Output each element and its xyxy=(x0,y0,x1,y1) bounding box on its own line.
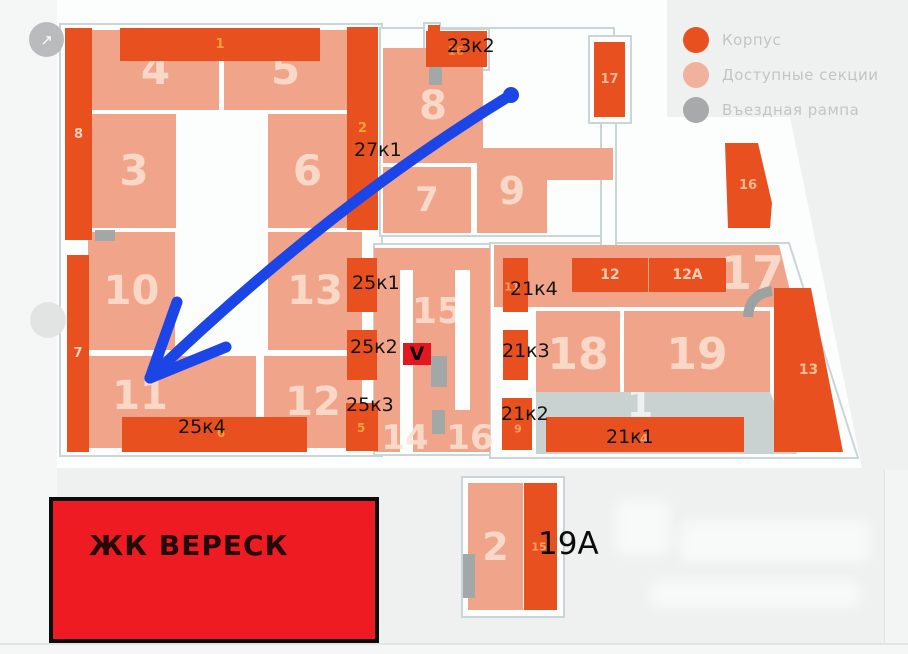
building-number: 3 xyxy=(119,146,149,195)
korpus-dot-icon xyxy=(683,26,709,53)
ramp-piece-2 xyxy=(431,356,447,387)
map-section-3: 3 xyxy=(92,114,176,228)
map-section-9-ext xyxy=(547,148,613,180)
building-number: 7 xyxy=(415,180,439,220)
v-marker: V xyxy=(403,343,431,365)
legend: Корпус Доступные секции Въездная рампа xyxy=(683,22,878,127)
map-label-21к2: 21к2 xyxy=(501,403,549,425)
legend-item-dostupnye-sektsii: Доступные секции xyxy=(683,57,878,92)
complex-name-box: ЖК ВЕРЕСК xyxy=(49,497,379,643)
map-korpus-8: 8 xyxy=(65,28,92,240)
map-korpus-23k2-stub xyxy=(428,25,440,33)
building-number: 13 xyxy=(798,362,819,378)
building-number: 12A xyxy=(672,267,703,283)
watermark xyxy=(650,580,860,608)
map-korpus-12: 12 xyxy=(572,258,648,292)
building-number: 6 xyxy=(292,146,323,195)
map-korpus-12a: 12A xyxy=(649,258,726,292)
building-number: 16 xyxy=(446,418,494,458)
building-number: 12 xyxy=(600,267,620,283)
building-number: 12 xyxy=(285,379,341,425)
building-number: 9 xyxy=(498,168,526,213)
map-korpus-15-bottom: 15 xyxy=(524,483,557,610)
map-korpus-23k2: 16 xyxy=(426,31,487,67)
map-label-21к3: 21к3 xyxy=(502,340,550,362)
building-number: 17 xyxy=(600,72,619,87)
pan-button[interactable]: ↗ xyxy=(29,22,64,57)
building-number: 14 xyxy=(381,418,429,458)
building-number: 8 xyxy=(73,126,84,142)
building-number: 19 xyxy=(666,329,728,380)
bottom-strip xyxy=(0,645,908,654)
legend-item-korpus: Корпус xyxy=(683,22,878,57)
map-label-25к1: 25к1 xyxy=(352,272,400,294)
map-label-25к3: 25к3 xyxy=(346,394,394,416)
building-number: 10 xyxy=(103,268,160,314)
map-section-number-16: 16 xyxy=(446,420,493,456)
map-label-25к2: 25к2 xyxy=(350,336,398,358)
building-number: 8 xyxy=(419,82,447,129)
courtyard-notch-1 xyxy=(455,270,470,410)
legend-label: Въездная рампа xyxy=(722,100,860,119)
bottom-right-panel xyxy=(884,470,908,643)
map-section-6: 6 xyxy=(268,114,347,228)
map-korpus-1: 1 xyxy=(120,28,320,61)
map-section-10: 10 xyxy=(88,232,175,350)
map-label-27к1: 27к1 xyxy=(354,139,402,161)
map-label-21к4: 21к4 xyxy=(510,278,558,300)
map-label-25к4: 25к4 xyxy=(178,416,226,438)
ramp-piece-1 xyxy=(95,230,115,241)
arrow-up-right-icon: ↗ xyxy=(40,30,53,49)
map-label-21к1: 21к1 xyxy=(606,426,654,448)
legend-label: Доступные секции xyxy=(722,65,879,84)
building-number: 5 xyxy=(356,421,366,435)
building-number: 1 xyxy=(215,37,225,52)
sections-dot-icon xyxy=(683,61,709,88)
map-section-9: 9 xyxy=(477,148,547,233)
map-control-button[interactable] xyxy=(30,302,66,338)
bottom-divider xyxy=(0,643,908,645)
ramp-piece-4 xyxy=(463,554,475,598)
building-number: 2 xyxy=(357,121,368,136)
building-number: 16 xyxy=(738,178,758,193)
map-label-23к2: 23к2 xyxy=(447,35,495,57)
map-section-2: 2 xyxy=(468,483,523,610)
map-section-19: 19 xyxy=(624,311,770,399)
watermark xyxy=(615,500,670,555)
building-number: 7 xyxy=(73,346,83,361)
map-section-number-14: 14 xyxy=(381,420,428,456)
building-number: 18 xyxy=(547,329,609,380)
map-korpus-2-27k1: 2 xyxy=(347,27,378,230)
map-section-7: 7 xyxy=(383,167,471,233)
map-korpus-7: 7 xyxy=(67,255,89,452)
ramp-piece-0 xyxy=(429,67,442,85)
ramp-piece-3 xyxy=(432,410,445,434)
complex-name-label: ЖК ВЕРЕСК xyxy=(89,529,289,562)
watermark xyxy=(680,520,870,562)
building-number: 2 xyxy=(482,524,509,569)
map-korpus-25k4: 6 xyxy=(122,417,307,452)
building-number: 9 xyxy=(514,422,522,436)
building-number: 11 xyxy=(112,373,168,419)
map-korpus-17-top: 17 xyxy=(594,42,625,117)
legend-item-vezdnaya-rampa: Въездная рампа xyxy=(683,92,878,127)
label-19a: 19А xyxy=(538,526,599,562)
legend-label: Корпус xyxy=(722,30,782,49)
ramp-dot-icon xyxy=(683,96,709,123)
building-number: 13 xyxy=(287,268,343,314)
